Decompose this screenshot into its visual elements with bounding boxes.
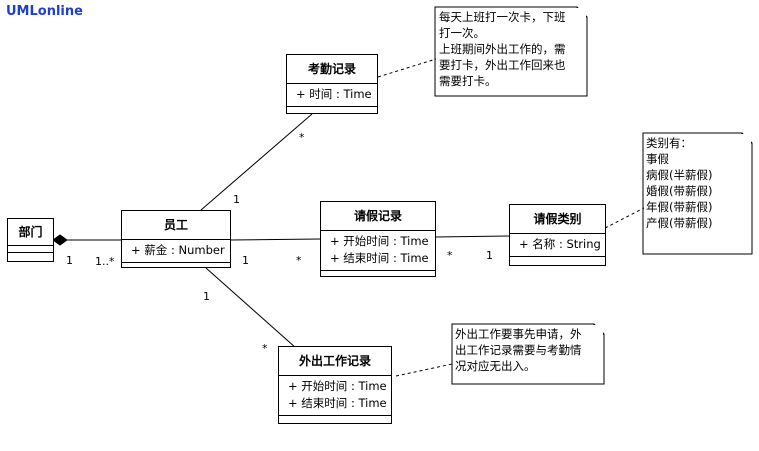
mult-attendance-employee: * <box>299 131 305 144</box>
class-name: 考勤记录 <box>287 55 377 84</box>
class-attendance[interactable]: 考勤记录 + 时间 : Time <box>286 54 378 114</box>
note-leave-type[interactable]: 类别有： 事假 病假(半薪假) 婚假(带薪假) 年假(带薪假) 产假(带薪假) <box>644 134 751 253</box>
attr-end-time: + 结束时间 : Time <box>288 396 387 410</box>
note-line: 产假(带薪假) <box>646 216 713 230</box>
note-outwork[interactable]: 外出工作要事先申请，外 出工作记录需要与考勤情 况对应无出入。 <box>453 325 603 383</box>
composition-diamond <box>52 234 68 246</box>
assoc-employee-attendance <box>200 113 313 211</box>
note-line: 外出工作要事先申请，外 <box>455 327 582 341</box>
class-leave[interactable]: 请假记录 + 开始时间 : Time + 结束时间 : Time <box>320 201 436 277</box>
assoc-leave-type <box>434 235 511 238</box>
note-line: 要打卡，外出工作回来也 <box>439 58 566 72</box>
assoc-employee-leave <box>229 238 321 241</box>
class-attrs: + 薪金 : Number <box>122 240 230 263</box>
mult-leave-type: * <box>447 249 453 262</box>
attr-start-time: + 开始时间 : Time <box>288 379 387 393</box>
class-name: 部门 <box>8 219 53 246</box>
note-line: 上班期间外出工作的，需 <box>439 42 566 56</box>
mult-employee-outwork: 1 <box>203 290 210 303</box>
class-attrs-empty <box>8 246 53 253</box>
note-line: 事假 <box>646 152 669 166</box>
mult-outwork-employee: * <box>262 342 268 355</box>
note-line: 婚假(带薪假) <box>646 184 713 198</box>
note-line: 出工作记录需要与考勤情 <box>455 343 582 357</box>
class-employee[interactable]: 员工 + 薪金 : Number <box>121 210 231 268</box>
note-line: 打一次。 <box>439 26 485 40</box>
class-name: 员工 <box>122 211 230 240</box>
note-link-leave-type <box>604 207 645 229</box>
note-line: 每天上班打一次卡，下班 <box>439 10 566 24</box>
mult-employee-leave: 1 <box>242 254 249 267</box>
brand-logo: UMLonline <box>6 4 83 19</box>
class-name: 请假记录 <box>321 202 435 231</box>
class-name: 外出工作记录 <box>279 347 391 376</box>
class-attrs: + 名称 : String <box>510 234 605 257</box>
class-attrs: + 开始时间 : Time + 结束时间 : Time <box>279 376 391 416</box>
mult-type-leave: 1 <box>486 249 493 262</box>
mult-leave-employee: * <box>296 254 302 267</box>
attr-end-time: + 结束时间 : Time <box>330 251 429 265</box>
attr-salary: + 薪金 : Number <box>131 243 225 257</box>
mult-employee-attendance: 1 <box>233 193 240 206</box>
class-outwork[interactable]: 外出工作记录 + 开始时间 : Time + 结束时间 : Time <box>278 346 392 424</box>
note-link-outwork <box>395 363 453 377</box>
mult-employee-dept: 1..* <box>95 255 115 268</box>
class-dept[interactable]: 部门 <box>7 218 54 262</box>
attr-time: + 时间 : Time <box>296 87 372 101</box>
attr-name: + 名称 : String <box>519 237 601 251</box>
class-attrs: + 开始时间 : Time + 结束时间 : Time <box>321 231 435 271</box>
note-line: 类别有： <box>646 136 692 150</box>
class-name: 请假类别 <box>510 205 605 234</box>
note-line: 年假(带薪假) <box>646 200 713 214</box>
class-leave-type[interactable]: 请假类别 + 名称 : String <box>509 204 606 266</box>
class-attrs: + 时间 : Time <box>287 84 377 107</box>
note-link-attendance <box>377 58 437 78</box>
note-line: 需要打卡。 <box>439 74 497 88</box>
attr-start-time: + 开始时间 : Time <box>330 234 429 248</box>
note-line: 病假(半薪假) <box>646 168 713 182</box>
mult-dept: 1 <box>66 254 73 267</box>
note-line: 况对应无出入。 <box>455 359 536 373</box>
note-attendance[interactable]: 每天上班打一次卡，下班 打一次。 上班期间外出工作的，需 要打卡，外出工作回来也… <box>436 8 586 95</box>
assoc-employee-outwork <box>205 267 297 349</box>
